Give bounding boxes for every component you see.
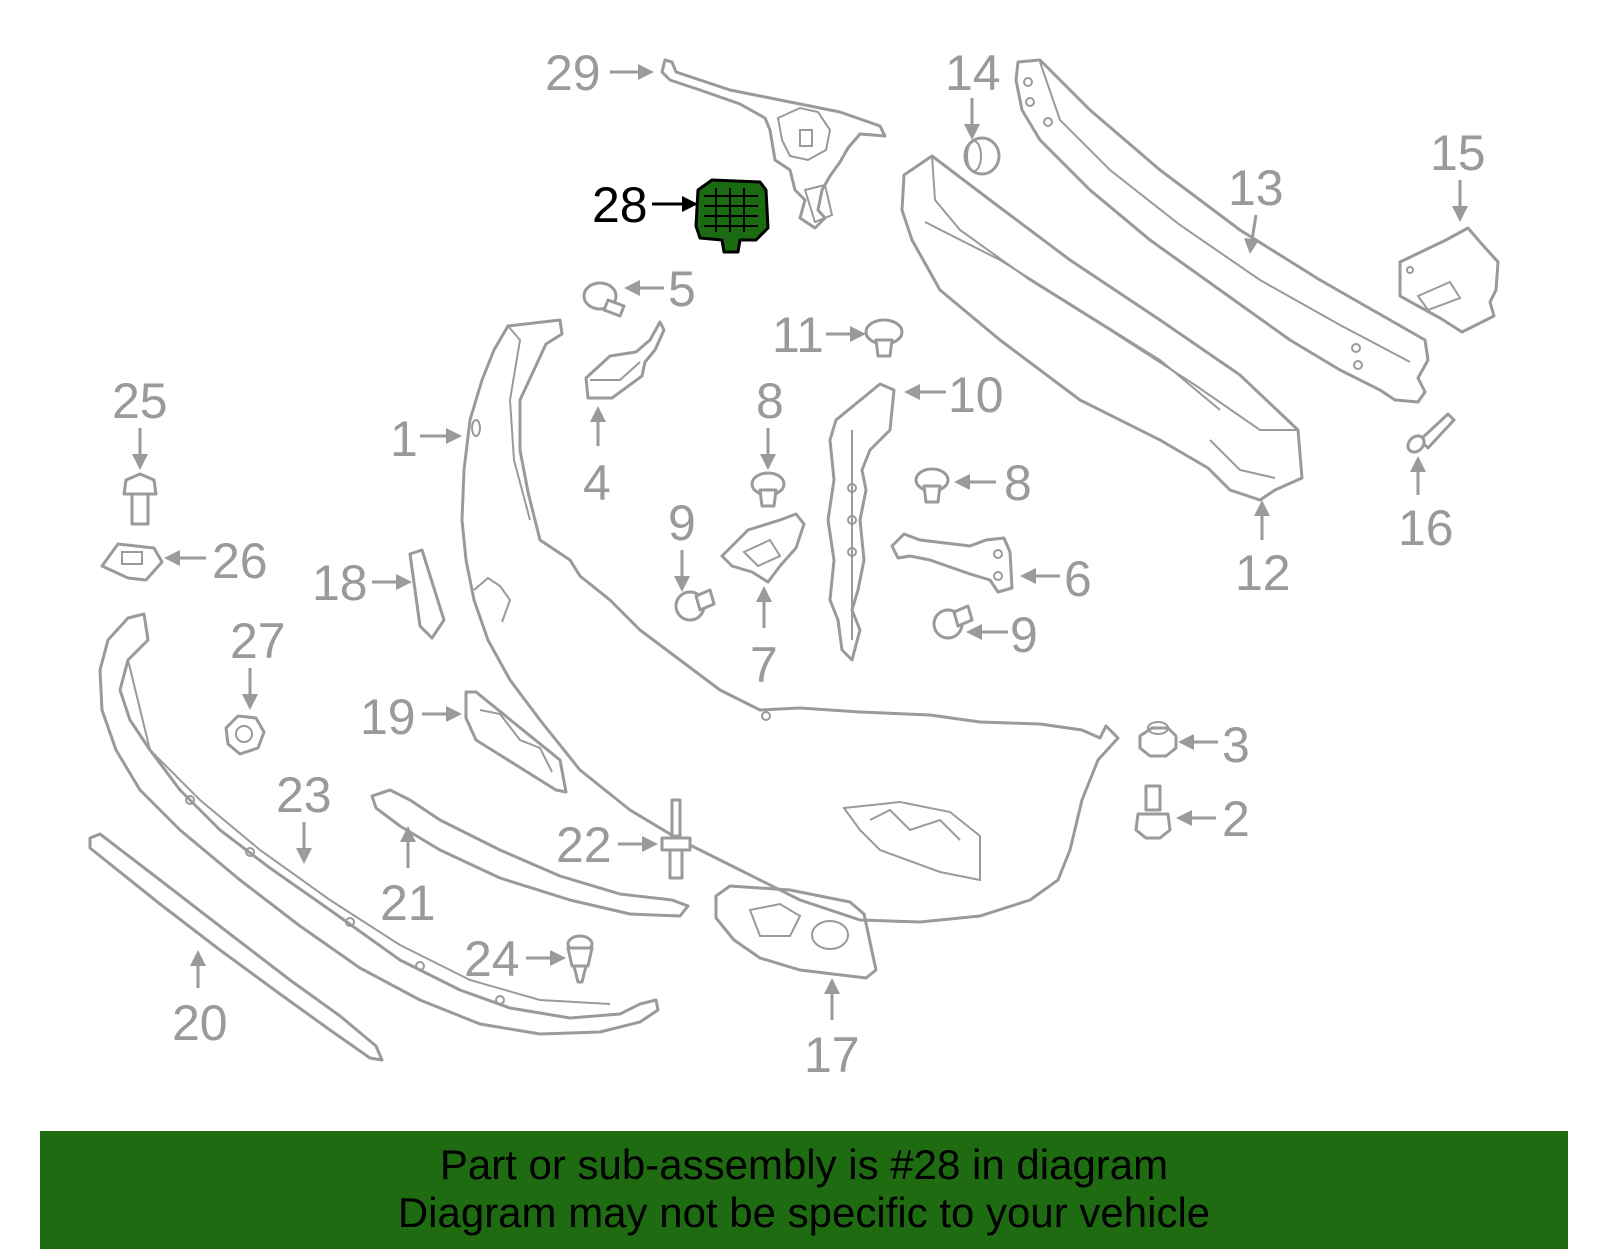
callout-26: 26 [164,533,268,589]
callout-label: 27 [230,613,286,669]
part-20[interactable] [88,832,384,1062]
callout-21: 21 [380,826,436,931]
callout-25: 25 [112,373,168,470]
part-9-right[interactable] [932,604,974,640]
part-24[interactable] [566,934,594,984]
part-2[interactable] [1134,784,1172,840]
part-21[interactable] [370,788,690,918]
callout-15: 15 [1430,125,1486,222]
callout-label: 9 [1010,607,1038,663]
callout-label: 13 [1228,160,1284,216]
part-12[interactable] [900,154,1304,502]
callout-8-right: 8 [954,455,1032,511]
callout-label: 14 [945,45,1001,101]
part-8-upper[interactable] [750,471,786,508]
callout-18: 18 [312,555,412,611]
notice-banner: Part or sub-assembly is #28 in diagram D… [40,1131,1568,1249]
part-9-left[interactable] [674,588,716,622]
part-28-module[interactable] [694,178,770,254]
callout-1: 1 [390,411,462,467]
callout-label: 23 [276,767,332,823]
callout-label: 8 [756,373,784,429]
callout-13: 13 [1228,160,1284,254]
callout-19: 19 [360,689,462,745]
callout-label: 16 [1398,500,1454,556]
callout-6: 6 [1020,551,1092,607]
part-18[interactable] [408,548,446,640]
part-25[interactable] [122,472,158,526]
callout-11: 11 [772,307,866,363]
part-29[interactable] [660,58,887,230]
part-26[interactable] [100,542,164,582]
callout-3: 3 [1178,717,1250,773]
callout-20: 20 [172,950,228,1051]
callout-label: 4 [583,455,611,511]
callout-label: 3 [1222,717,1250,773]
callout-23: 23 [276,767,332,864]
callout-label: 24 [464,931,520,987]
callout-7: 7 [750,586,778,693]
callout-label: 29 [545,45,601,101]
callout-17: 17 [804,978,860,1083]
callout-label: 20 [172,995,228,1051]
callout-8-upper: 8 [756,373,784,470]
part-27[interactable] [224,714,266,756]
callout-4: 4 [583,406,611,511]
part-10[interactable] [826,382,896,662]
part-4[interactable] [584,320,666,400]
part-1-bumper-cover[interactable] [460,318,1120,924]
callout-10: 10 [904,367,1004,423]
part-14[interactable] [963,136,1001,176]
callout-label: 15 [1430,125,1486,181]
callout-14: 14 [945,45,1001,140]
callout-label: 22 [556,817,612,873]
callout-24: 24 [464,931,566,987]
part-11[interactable] [864,318,904,358]
callout-22: 22 [556,817,658,873]
callout-label: 5 [668,261,696,317]
callout-9-left: 9 [668,495,696,592]
callout-label: 2 [1222,791,1250,847]
callout-label: 25 [112,373,168,429]
callout-5: 5 [624,261,696,317]
callout-16: 16 [1398,456,1454,556]
callout-label: 11 [772,307,824,363]
banner-line-1: Part or sub-assembly is #28 in diagram [439,1141,1169,1188]
callout-label: 17 [804,1027,860,1083]
part-19[interactable] [464,690,568,794]
callout-29: 29 [545,45,654,101]
part-5[interactable] [582,281,626,318]
banner-line-2: Diagram may not be specific to your vehi… [397,1189,1211,1236]
part-23[interactable] [98,612,660,1036]
part-3[interactable] [1138,721,1178,758]
callout-label: 6 [1064,551,1092,607]
part-7[interactable] [720,512,806,584]
callout-label: 12 [1235,545,1291,601]
part-22[interactable] [660,798,692,880]
part-8-right[interactable] [914,467,950,504]
part-16[interactable] [1405,412,1456,455]
callout-label: 18 [312,555,368,611]
part-6[interactable] [890,532,1014,594]
callout-2: 2 [1176,791,1250,847]
callout-28: 28 [592,177,698,233]
callout-label: 10 [948,367,1004,423]
callout-label: 8 [1004,455,1032,511]
callout-label: 1 [390,411,418,467]
part-13[interactable] [1014,58,1430,404]
callout-label: 7 [750,637,778,693]
part-17[interactable] [714,884,878,980]
callout-27: 27 [230,613,286,710]
callout-12: 12 [1235,500,1291,601]
part-15[interactable] [1398,226,1500,334]
callout-label: 9 [668,495,696,551]
callout-label-highlighted: 28 [592,177,648,233]
callout-label: 21 [380,875,436,931]
callout-label: 26 [212,533,268,589]
callout-label: 19 [360,689,416,745]
callout-9-right: 9 [966,607,1038,663]
